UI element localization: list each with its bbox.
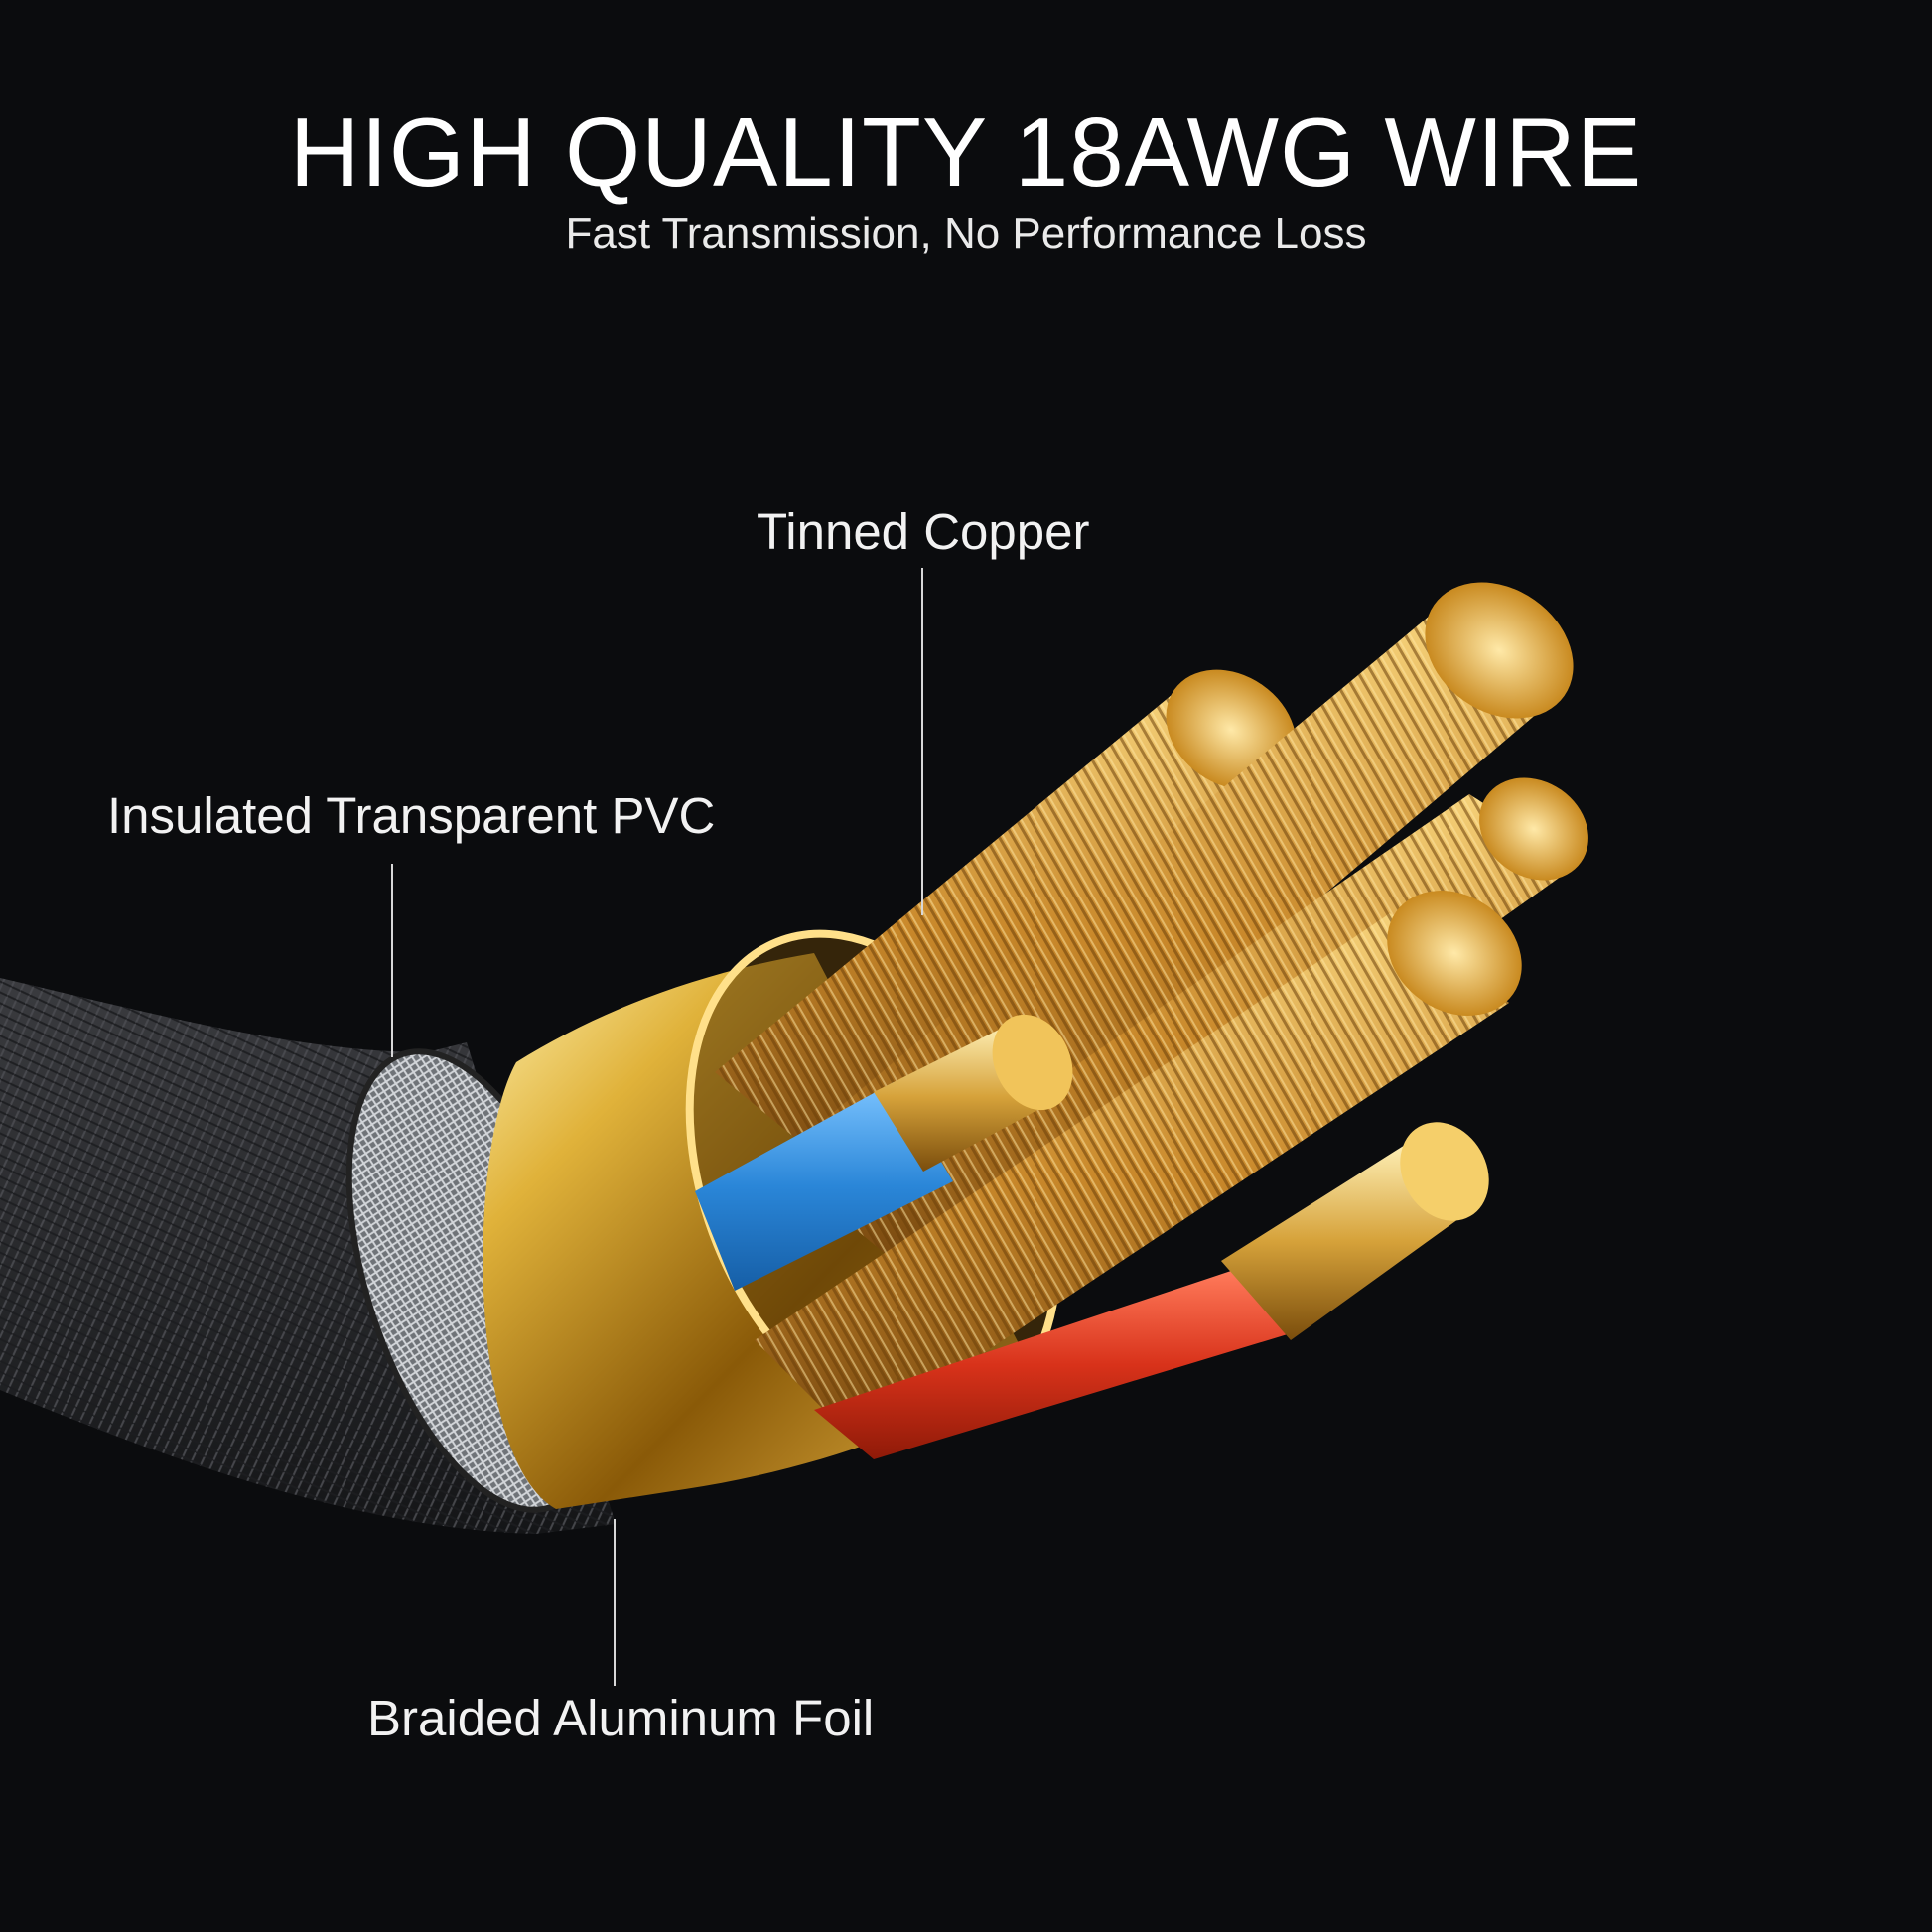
headline: HIGH QUALITY 18AWG WIRE <box>289 97 1643 207</box>
leader-line-braided-foil <box>614 1519 616 1686</box>
leader-line-tinned-copper <box>921 568 923 915</box>
callout-tinned-copper: Tinned Copper <box>757 503 1090 560</box>
subheadline: Fast Transmission, No Performance Loss <box>565 209 1367 258</box>
callout-insulated-pvc: Insulated Transparent PVC <box>107 787 716 844</box>
copper-strand-lower <box>755 891 1522 1440</box>
callout-braided-foil: Braided Aluminum Foil <box>367 1690 875 1746</box>
blue-insulated-conductor <box>695 1014 1073 1291</box>
red-insulated-conductor <box>814 1122 1489 1459</box>
leader-line-insulated-pvc <box>391 864 393 1057</box>
